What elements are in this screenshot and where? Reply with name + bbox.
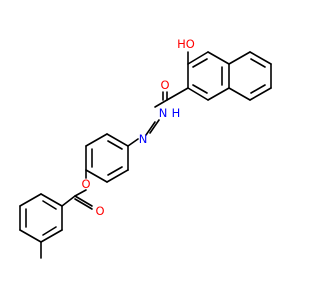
benzene-ring-middle bbox=[85, 133, 129, 183]
amide-group bbox=[154, 87, 189, 108]
amide-oxygen-label: O bbox=[160, 78, 169, 92]
ester-carbonyl-oxygen-label: O bbox=[95, 204, 104, 218]
toluene-ring bbox=[19, 193, 63, 243]
imine-nitrogen-label: N bbox=[139, 132, 148, 146]
hydrazone-chain bbox=[127, 119, 160, 147]
naphthalene-ring-b bbox=[228, 51, 272, 101]
structure-diagram: HO O N H N O O bbox=[19, 37, 272, 259]
hydrazide-nitrogen-label: N bbox=[159, 106, 168, 120]
ester-linkage bbox=[61, 169, 93, 210]
hydrazide-hydrogen-label: H bbox=[172, 106, 181, 120]
hydroxyl-label: HO bbox=[177, 37, 195, 51]
ester-oxygen-label: O bbox=[81, 177, 90, 191]
naphthalene-ring-a bbox=[187, 51, 230, 101]
